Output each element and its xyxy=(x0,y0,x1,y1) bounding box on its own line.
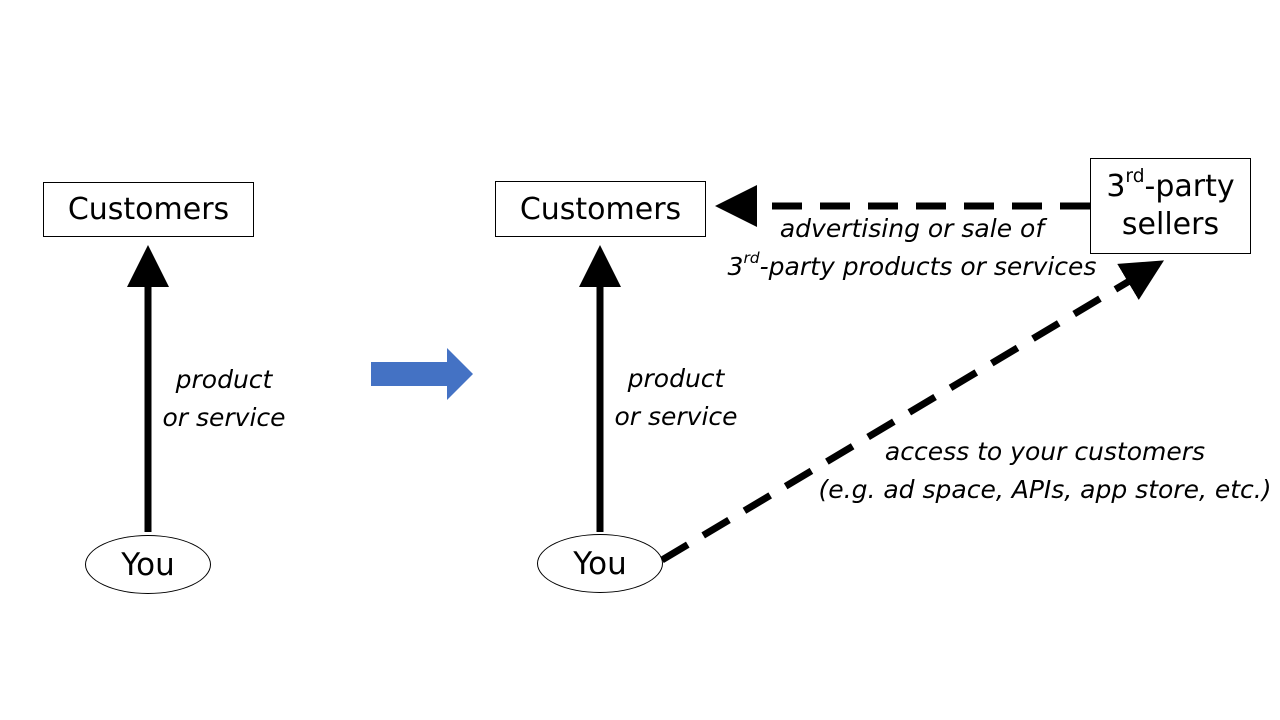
left-you-label: You xyxy=(121,546,175,583)
access-label-line1: access to your customers xyxy=(884,437,1206,466)
right-customers-label: Customers xyxy=(519,191,682,227)
left-flow-label: product or service xyxy=(156,361,292,437)
right-flow-label-line1: product xyxy=(627,364,725,393)
right-flow-label-line2: or service xyxy=(614,402,738,431)
advertising-label-line2: 3rd-party products or services xyxy=(727,249,1097,281)
left-you-ellipse: You xyxy=(85,535,211,594)
right-you-label: You xyxy=(573,545,627,582)
right-customers-box: Customers xyxy=(495,181,706,237)
access-label: access to your customers (e.g. ad space,… xyxy=(810,433,1280,509)
left-flow-label-line2: or service xyxy=(162,403,286,432)
advertising-label: advertising or sale of 3rd-party product… xyxy=(712,210,1112,286)
advertising-label-line1: advertising or sale of xyxy=(779,214,1045,243)
right-flow-label: product or service xyxy=(608,360,744,436)
third-party-line1: 3rd-party xyxy=(1106,166,1235,204)
right-you-ellipse: You xyxy=(537,534,663,593)
left-customers-label: Customers xyxy=(67,192,230,227)
left-customers-box: Customers xyxy=(43,182,254,237)
access-label-line2: (e.g. ad space, APIs, app store, etc.) xyxy=(818,475,1272,504)
transition-arrow xyxy=(371,348,473,400)
left-flow-label-line1: product xyxy=(175,365,273,394)
third-party-line2: sellers xyxy=(1121,207,1220,242)
you-to-third-party-arrow xyxy=(660,260,1165,564)
third-party-sellers-box: 3rd-party sellers xyxy=(1090,158,1251,254)
